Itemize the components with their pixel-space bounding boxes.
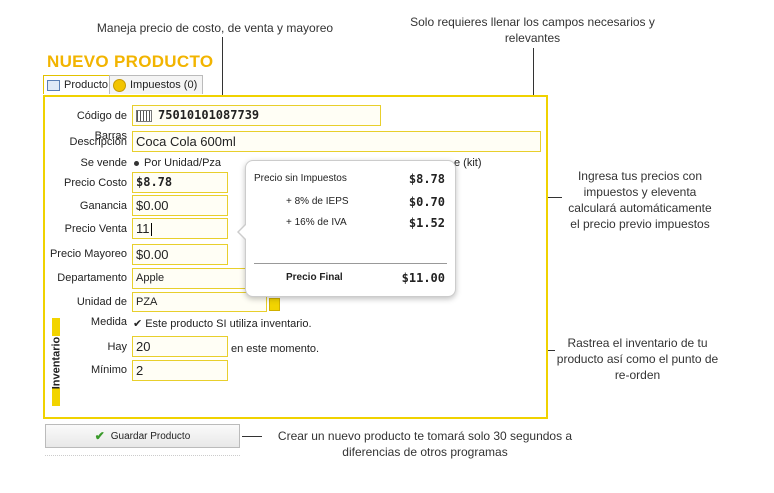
radio-selected-icon: [134, 160, 139, 166]
popup-divider: [254, 263, 447, 264]
tab-producto[interactable]: Producto: [43, 75, 115, 94]
sale-price-label: Precio Venta: [64, 223, 127, 235]
cost-label: Precio Costo: [64, 177, 127, 189]
description-label: Descripción: [69, 136, 127, 148]
inventory-bar-top: [52, 318, 60, 336]
tax-row-value: $0.70: [408, 195, 445, 209]
unit-label: Unidad de Medida: [76, 296, 127, 328]
coins-icon: [113, 78, 126, 92]
tax-row-label: Precio sin Impuestos: [254, 173, 347, 184]
barcode-value: 75010101087739: [158, 108, 260, 122]
tab-label: Producto: [64, 79, 109, 91]
checkmark-icon: ✔: [133, 318, 143, 330]
sale-price-field[interactable]: 11: [132, 218, 228, 239]
annotation-prices: Ingresa tus precios con impuestos y elev…: [568, 169, 712, 231]
annotation-top-right: Solo requieres llenar los campos necesar…: [410, 15, 655, 45]
form-icon: [47, 79, 60, 91]
page-title: NUEVO PRODUCTO: [47, 52, 214, 71]
wholesale-field[interactable]: $0.00: [132, 244, 228, 265]
save-button-label: Guardar Producto: [110, 430, 191, 442]
tax-row-label: + 8% de IEPS: [286, 196, 349, 207]
final-price-row: Precio Final $11.00: [246, 269, 455, 287]
inventory-bar-bottom: [52, 388, 60, 406]
have-suffix: en este momento.: [231, 339, 322, 359]
pointer-line: [242, 436, 262, 437]
unit-dropdown-handle[interactable]: [269, 298, 280, 311]
tax-row-value: $8.78: [408, 172, 445, 186]
tax-row: + 8% de IEPS $0.70: [246, 193, 455, 211]
department-label: Departamento: [57, 272, 127, 284]
tax-row-value: $1.52: [408, 216, 445, 230]
sells-label: Se vende: [80, 157, 127, 169]
tax-breakdown-popup: Precio sin Impuestos $8.78 + 8% de IEPS …: [237, 160, 456, 297]
inventory-check-label: Este producto SI utiliza inventario.: [145, 318, 312, 330]
profit-label: Ganancia: [79, 200, 127, 212]
tax-row-label: + 16% de IVA: [286, 217, 347, 228]
wholesale-label: Precio Mayoreo: [49, 248, 127, 260]
annotation-inventory: Rastrea el inventario de tu producto así…: [556, 336, 719, 382]
radio-label: Por Unidad/Pza: [144, 157, 222, 169]
final-price-value: $11.00: [401, 271, 445, 285]
tax-row: + 16% de IVA $1.52: [246, 214, 455, 232]
barcode-icon: [136, 109, 152, 122]
min-label: Mínimo: [90, 364, 127, 376]
annotation-top-left: Maneja precio de costo, de venta y mayor…: [96, 21, 334, 35]
final-price-label: Precio Final: [286, 272, 343, 283]
cost-field[interactable]: $8.78: [132, 172, 228, 193]
annotation-bottom: Crear un nuevo producto te tomará solo 3…: [277, 429, 573, 459]
department-select[interactable]: Apple: [132, 268, 247, 289]
text-cursor: [150, 223, 152, 237]
popup-pointer-fill: [239, 224, 247, 240]
profit-field[interactable]: $0.00: [132, 195, 228, 216]
tax-row: Precio sin Impuestos $8.78: [246, 170, 455, 188]
sells-kit-option[interactable]: e (kit): [454, 157, 482, 169]
save-product-button[interactable]: ✔ Guardar Producto: [45, 424, 240, 448]
unit-select[interactable]: PZA: [132, 292, 267, 312]
description-field[interactable]: Coca Cola 600ml: [132, 131, 541, 152]
have-field[interactable]: 20: [132, 336, 228, 357]
min-field[interactable]: 2: [132, 360, 228, 381]
barcode-label: Código de Barras: [76, 110, 127, 142]
divider: [45, 455, 240, 457]
inventory-checkbox[interactable]: ✔ Este producto SI utiliza inventario.: [133, 317, 312, 331]
have-label: Hay: [107, 341, 127, 353]
barcode-field[interactable]: 75010101087739: [132, 105, 381, 126]
tab-label: Impuestos (0): [130, 79, 198, 91]
tab-impuestos[interactable]: Impuestos (0): [109, 75, 204, 94]
checkmark-icon: ✔: [94, 429, 105, 443]
sale-price-value: 11: [136, 221, 150, 236]
sells-by-unit-radio[interactable]: Por Unidad/Pza: [134, 153, 221, 173]
